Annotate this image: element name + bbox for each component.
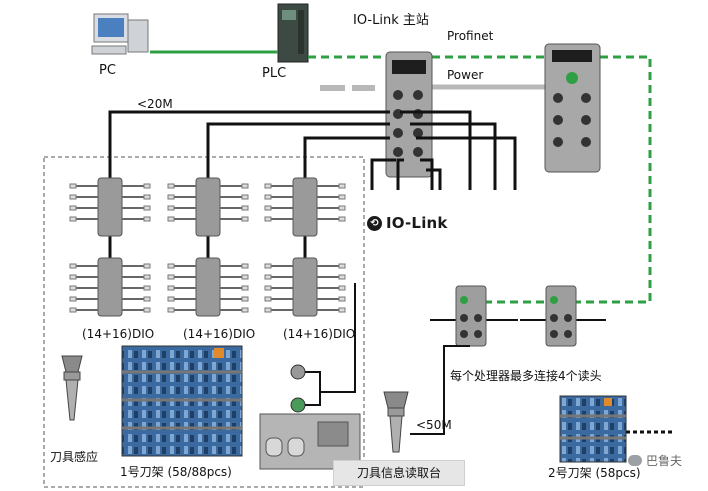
dio-hub xyxy=(167,177,249,237)
profinet-label: Profinet xyxy=(447,29,494,43)
master-cables xyxy=(108,110,517,190)
io-link-logo: ⟲ IO-Link xyxy=(367,214,448,232)
dio-hub xyxy=(264,257,346,317)
io-link-logo-text: IO-Link xyxy=(386,214,448,232)
rack1-label: 1号刀架 (58/88pcs) xyxy=(120,465,232,479)
master-label: IO-Link 主站 xyxy=(353,13,429,28)
io-link-master-2 xyxy=(544,43,601,173)
dio-hub xyxy=(264,177,346,237)
processor-modules xyxy=(410,285,606,435)
plc-label: PLC xyxy=(262,66,287,81)
rack2-label: 2号刀架 (58pcs) xyxy=(548,466,641,480)
dio-hub xyxy=(69,257,151,317)
rack1-shelves xyxy=(121,345,243,457)
watermark-text: 巴鲁夫 xyxy=(646,454,683,468)
pc-label: PC xyxy=(99,63,116,78)
dio-label-3: (14+16)DIO xyxy=(283,327,356,341)
plc-icon xyxy=(277,3,309,63)
io-link-master xyxy=(385,51,433,178)
tool-holder-icon xyxy=(61,355,83,421)
dio-hub xyxy=(167,257,249,317)
rack1-boundary xyxy=(43,156,365,488)
tool-sensor-icon xyxy=(290,283,356,413)
profinet-down-link xyxy=(574,55,652,304)
processor-label: 每个处理器最多连接4个读头 xyxy=(450,369,602,383)
wechat-icon xyxy=(628,455,642,466)
pc-icon xyxy=(91,13,149,55)
read-station-label: 刀具信息读取台 xyxy=(333,460,465,486)
reader-head-icon xyxy=(383,391,409,453)
dio-label-2: (14+16)DIO xyxy=(183,327,256,341)
rack2-shelves xyxy=(559,395,672,463)
dio-hub xyxy=(69,177,151,237)
read-station xyxy=(259,413,361,470)
power-label: Power xyxy=(447,68,484,82)
cable-50m-label: <50M xyxy=(416,418,452,432)
dio-label-1: (14+16)DIO xyxy=(82,327,155,341)
cable-20m-label: <20M xyxy=(137,97,173,111)
watermark: 巴鲁夫 xyxy=(628,452,682,469)
io-link-logo-icon: ⟲ xyxy=(367,215,382,231)
tool-sense-label: 刀具感应 xyxy=(50,450,99,464)
dio-hubs xyxy=(69,177,346,317)
